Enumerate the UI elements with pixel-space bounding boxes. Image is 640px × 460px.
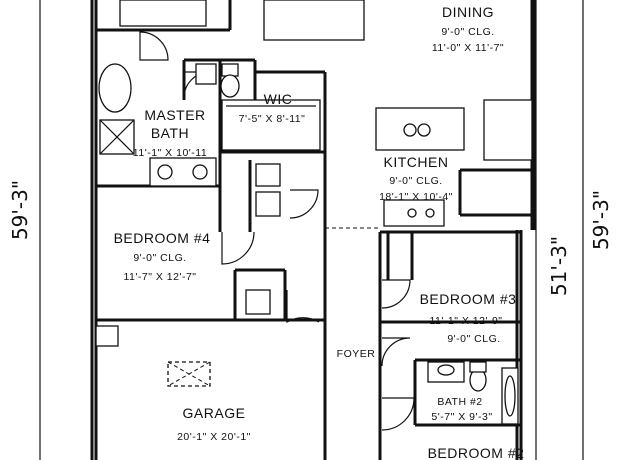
svg-text:11'-1" X 12'-9": 11'-1" X 12'-9" (429, 315, 502, 327)
svg-text:BEDROOM #3: BEDROOM #3 (420, 291, 517, 307)
svg-text:9'-0" CLG.: 9'-0" CLG. (447, 333, 500, 345)
svg-text:11'-1" X 10'-11: 11'-1" X 10'-11 (133, 147, 207, 159)
wic-label: WIC 7'-5" X 8'-11" (239, 91, 306, 125)
interior-walls (94, 0, 535, 460)
svg-text:MASTER: MASTER (144, 107, 205, 123)
svg-text:9'-0" CLG.: 9'-0" CLG. (389, 175, 442, 187)
svg-text:BEDROOM #4: BEDROOM #4 (114, 230, 211, 246)
exterior-walls (90, 0, 537, 460)
door-swings (139, 31, 415, 431)
svg-text:WIC: WIC (264, 91, 293, 107)
left-total-dimension: 59'-3" (8, 180, 32, 240)
svg-text:18'-1" X 10'-4": 18'-1" X 10'-4" (379, 191, 453, 203)
fixtures (95, 0, 533, 425)
svg-text:BATH #2: BATH #2 (437, 396, 482, 408)
right-inner-dimension: 51'-3" (547, 236, 571, 296)
svg-text:7'-5" X 8'-11": 7'-5" X 8'-11" (239, 113, 306, 125)
svg-text:DINING: DINING (442, 4, 494, 20)
svg-text:BATH: BATH (151, 125, 189, 141)
master-bath-label: MASTER BATH 11'-1" X 10'-11 (133, 107, 207, 159)
bath2-label: BATH #2 5'-7" X 9'-3" (431, 396, 492, 423)
kitchen-label: KITCHEN 9'-0" CLG. 18'-1" X 10'-4" (379, 154, 453, 203)
svg-text:9'-0" CLG.: 9'-0" CLG. (441, 26, 494, 38)
right-total-dimension: 59'-3" (589, 190, 613, 250)
bedroom2-label: BEDROOM #2 (428, 445, 525, 460)
bedroom3-label: BEDROOM #3 11'-1" X 12'-9" 9'-0" CLG. (420, 291, 517, 345)
svg-text:GARAGE: GARAGE (183, 405, 246, 421)
bedroom4-label: BEDROOM #4 9'-0" CLG. 11'-7" X 12'-7" (114, 230, 211, 283)
svg-text:5'-7" X 9'-3": 5'-7" X 9'-3" (431, 411, 492, 423)
svg-text:KITCHEN: KITCHEN (384, 154, 449, 170)
foyer-label: FOYER (337, 348, 376, 360)
svg-text:20'-1" X 20'-1": 20'-1" X 20'-1" (177, 431, 251, 443)
garage-label: GARAGE 20'-1" X 20'-1" (177, 405, 251, 443)
svg-text:11'-7" X 12'-7": 11'-7" X 12'-7" (123, 271, 196, 283)
svg-text:11'-0" X 11'-7": 11'-0" X 11'-7" (432, 42, 504, 54)
svg-text:9'-0" CLG.: 9'-0" CLG. (133, 252, 186, 264)
dining-label: DINING 9'-0" CLG. 11'-0" X 11'-7" (432, 4, 504, 54)
